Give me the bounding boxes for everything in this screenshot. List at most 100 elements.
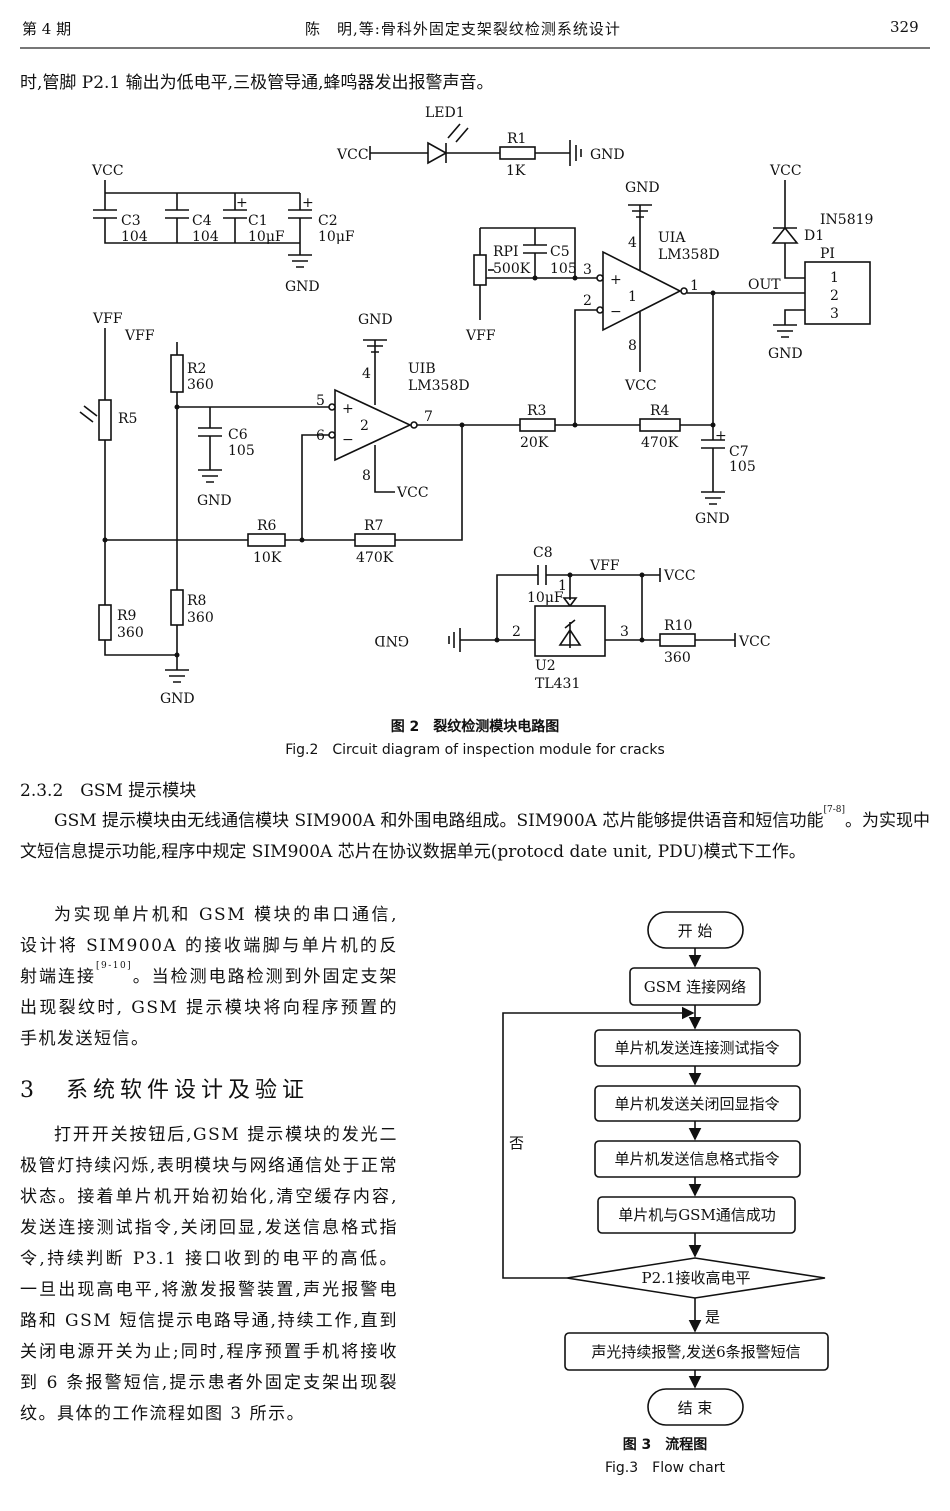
flow-step3 [594, 1140, 801, 1178]
flow-alarm [564, 1332, 829, 1371]
figure3-caption-cn: 图 3 流程图 [623, 1436, 708, 1453]
svg-text:10μF: 10μF [318, 229, 355, 245]
svg-text:VCC: VCC [738, 634, 771, 650]
svg-text:VFF: VFF [589, 558, 620, 574]
intro-line: 时,管脚 P2.1 输出为低电平,三极管导通,蜂鸣器发出报警声音。 [20, 73, 494, 93]
svg-text:R3: R3 [527, 403, 546, 419]
svg-text:104: 104 [121, 229, 148, 245]
svg-text:GND: GND [160, 691, 195, 707]
svg-text:+: + [715, 428, 727, 444]
page-number: 329 [890, 18, 919, 36]
svg-text:OUT: OUT [748, 277, 781, 293]
svg-text:1: 1 [628, 289, 637, 305]
svg-text:VCC: VCC [396, 485, 429, 501]
flow-step2 [594, 1085, 801, 1122]
svg-text:GND: GND [358, 312, 393, 328]
svg-text:−: − [342, 432, 354, 448]
svg-text:R7: R7 [364, 518, 383, 534]
svg-text:8: 8 [628, 338, 637, 354]
svg-text:GND: GND [768, 346, 803, 362]
svg-text:单片机与GSM通信成功: 单片机与GSM通信成功 [618, 1206, 776, 1224]
svg-text:+: + [342, 401, 354, 417]
svg-text:10μF: 10μF [248, 229, 285, 245]
svg-text:GND: GND [285, 279, 320, 295]
paragraph: GSM 提示模块由无线通信模块 SIM900A 和外围电路组成。SIM900A … [20, 805, 930, 863]
paragraph: 为实现单片机和 GSM 模块的串口通信,设计将 SIM900A 的接收端脚与单片… [20, 905, 399, 1049]
svg-text:104: 104 [192, 229, 219, 245]
svg-text:20K: 20K [520, 435, 549, 451]
svg-text:2: 2 [830, 288, 839, 304]
svg-text:10K: 10K [253, 550, 282, 566]
svg-text:C2: C2 [318, 213, 338, 229]
svg-text:5: 5 [316, 393, 325, 409]
svg-text:500K: 500K [493, 261, 531, 277]
svg-text:R8: R8 [187, 593, 206, 609]
svg-text:是: 是 [705, 1308, 720, 1326]
svg-text:单片机发送关闭回显指令: 单片机发送关闭回显指令 [614, 1095, 779, 1113]
svg-text:R10: R10 [664, 618, 692, 634]
svg-text:否: 否 [509, 1134, 524, 1152]
running-title: 陈 明,等:骨科外固定支架裂纹检测系统设计 [305, 20, 621, 38]
flow-decision [566, 1257, 826, 1299]
svg-text:6: 6 [316, 428, 325, 444]
svg-text:1: 1 [558, 578, 567, 594]
svg-text:+: + [610, 272, 622, 288]
svg-text:RPI: RPI [493, 244, 519, 260]
svg-text:PI: PI [820, 246, 835, 262]
svg-text:GND: GND [625, 180, 660, 196]
svg-text:R4: R4 [650, 403, 670, 419]
svg-text:105: 105 [228, 443, 255, 459]
svg-text:3: 3 [620, 624, 629, 640]
svg-text:VFF: VFF [124, 328, 155, 344]
section-heading-2-3-2: 2.3.2 GSM 提示模块 [20, 781, 197, 801]
svg-text:VCC: VCC [663, 568, 696, 584]
svg-text:R2: R2 [187, 361, 206, 377]
svg-text:8: 8 [362, 468, 371, 484]
svg-text:360: 360 [187, 377, 214, 393]
svg-text:C3: C3 [121, 213, 141, 229]
svg-text:结 束: 结 束 [678, 1399, 713, 1417]
svg-text:1K: 1K [506, 163, 526, 179]
svg-text:LM358D: LM358D [408, 378, 470, 394]
svg-text:470K: 470K [356, 550, 394, 566]
svg-text:4: 4 [628, 235, 637, 251]
flow-step4 [597, 1196, 796, 1234]
svg-text:VFF: VFF [465, 328, 496, 344]
svg-text:GSM 连接网络: GSM 连接网络 [644, 978, 746, 996]
svg-text:C1: C1 [248, 213, 268, 229]
flow-chart: 开 始 GSM 连接网络 单片机发送连接测试指令 单片机发送关闭回显指令 单片机… [502, 911, 829, 1426]
svg-text:LED1: LED1 [425, 105, 465, 121]
led-branch: LED1 VCC R1 1K GND [336, 105, 625, 179]
svg-text:C6: C6 [228, 427, 248, 443]
svg-text:C5: C5 [550, 244, 570, 260]
flow-end [647, 1388, 744, 1426]
svg-text:470K: 470K [641, 435, 679, 451]
svg-text:105: 105 [729, 459, 756, 475]
svg-text:单片机发送连接测试指令: 单片机发送连接测试指令 [614, 1039, 779, 1057]
svg-text:声光持续报警,发送6条报警短信: 声光持续报警,发送6条报警短信 [591, 1343, 800, 1361]
svg-text:GND: GND [590, 147, 625, 163]
svg-text:TL431: TL431 [535, 676, 580, 692]
svg-text:U2: U2 [535, 658, 556, 674]
svg-text:2: 2 [583, 293, 592, 309]
svg-text:GND: GND [695, 511, 730, 527]
svg-text:2: 2 [512, 624, 521, 640]
svg-text:R1: R1 [507, 131, 526, 147]
svg-text:VCC: VCC [336, 147, 369, 163]
svg-text:360: 360 [187, 610, 214, 626]
flow-step1 [594, 1029, 801, 1067]
svg-text:360: 360 [117, 625, 144, 641]
svg-text:GND: GND [374, 632, 409, 648]
header-rule [20, 47, 930, 49]
svg-text:P2.1接收高电平: P2.1接收高电平 [642, 1269, 751, 1287]
svg-text:C8: C8 [533, 545, 553, 561]
issue-number: 第 4 期 [22, 20, 72, 38]
svg-text:R9: R9 [117, 608, 136, 624]
svg-text:3: 3 [830, 306, 839, 322]
svg-text:R6: R6 [257, 518, 277, 534]
svg-text:VCC: VCC [769, 163, 802, 179]
